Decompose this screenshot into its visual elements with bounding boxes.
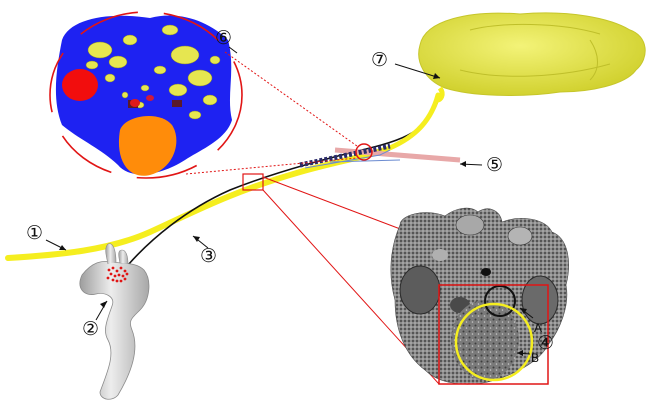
zoom-line-top — [225, 52, 357, 146]
callout-6: ⑥ — [215, 27, 232, 49]
callout-5: ⑤ — [486, 154, 503, 176]
section-inset — [50, 12, 242, 178]
callout-1: ① — [26, 222, 43, 244]
label-b: B — [531, 351, 539, 365]
label-a: A — [534, 321, 542, 335]
callout-3: ③ — [200, 245, 217, 267]
micrograph — [391, 208, 569, 384]
callout-2: ② — [82, 318, 99, 340]
callout-4: ④ — [537, 332, 554, 354]
section-red-region — [62, 69, 98, 101]
callout-7: ⑦ — [371, 49, 388, 71]
brain-render — [419, 13, 645, 100]
